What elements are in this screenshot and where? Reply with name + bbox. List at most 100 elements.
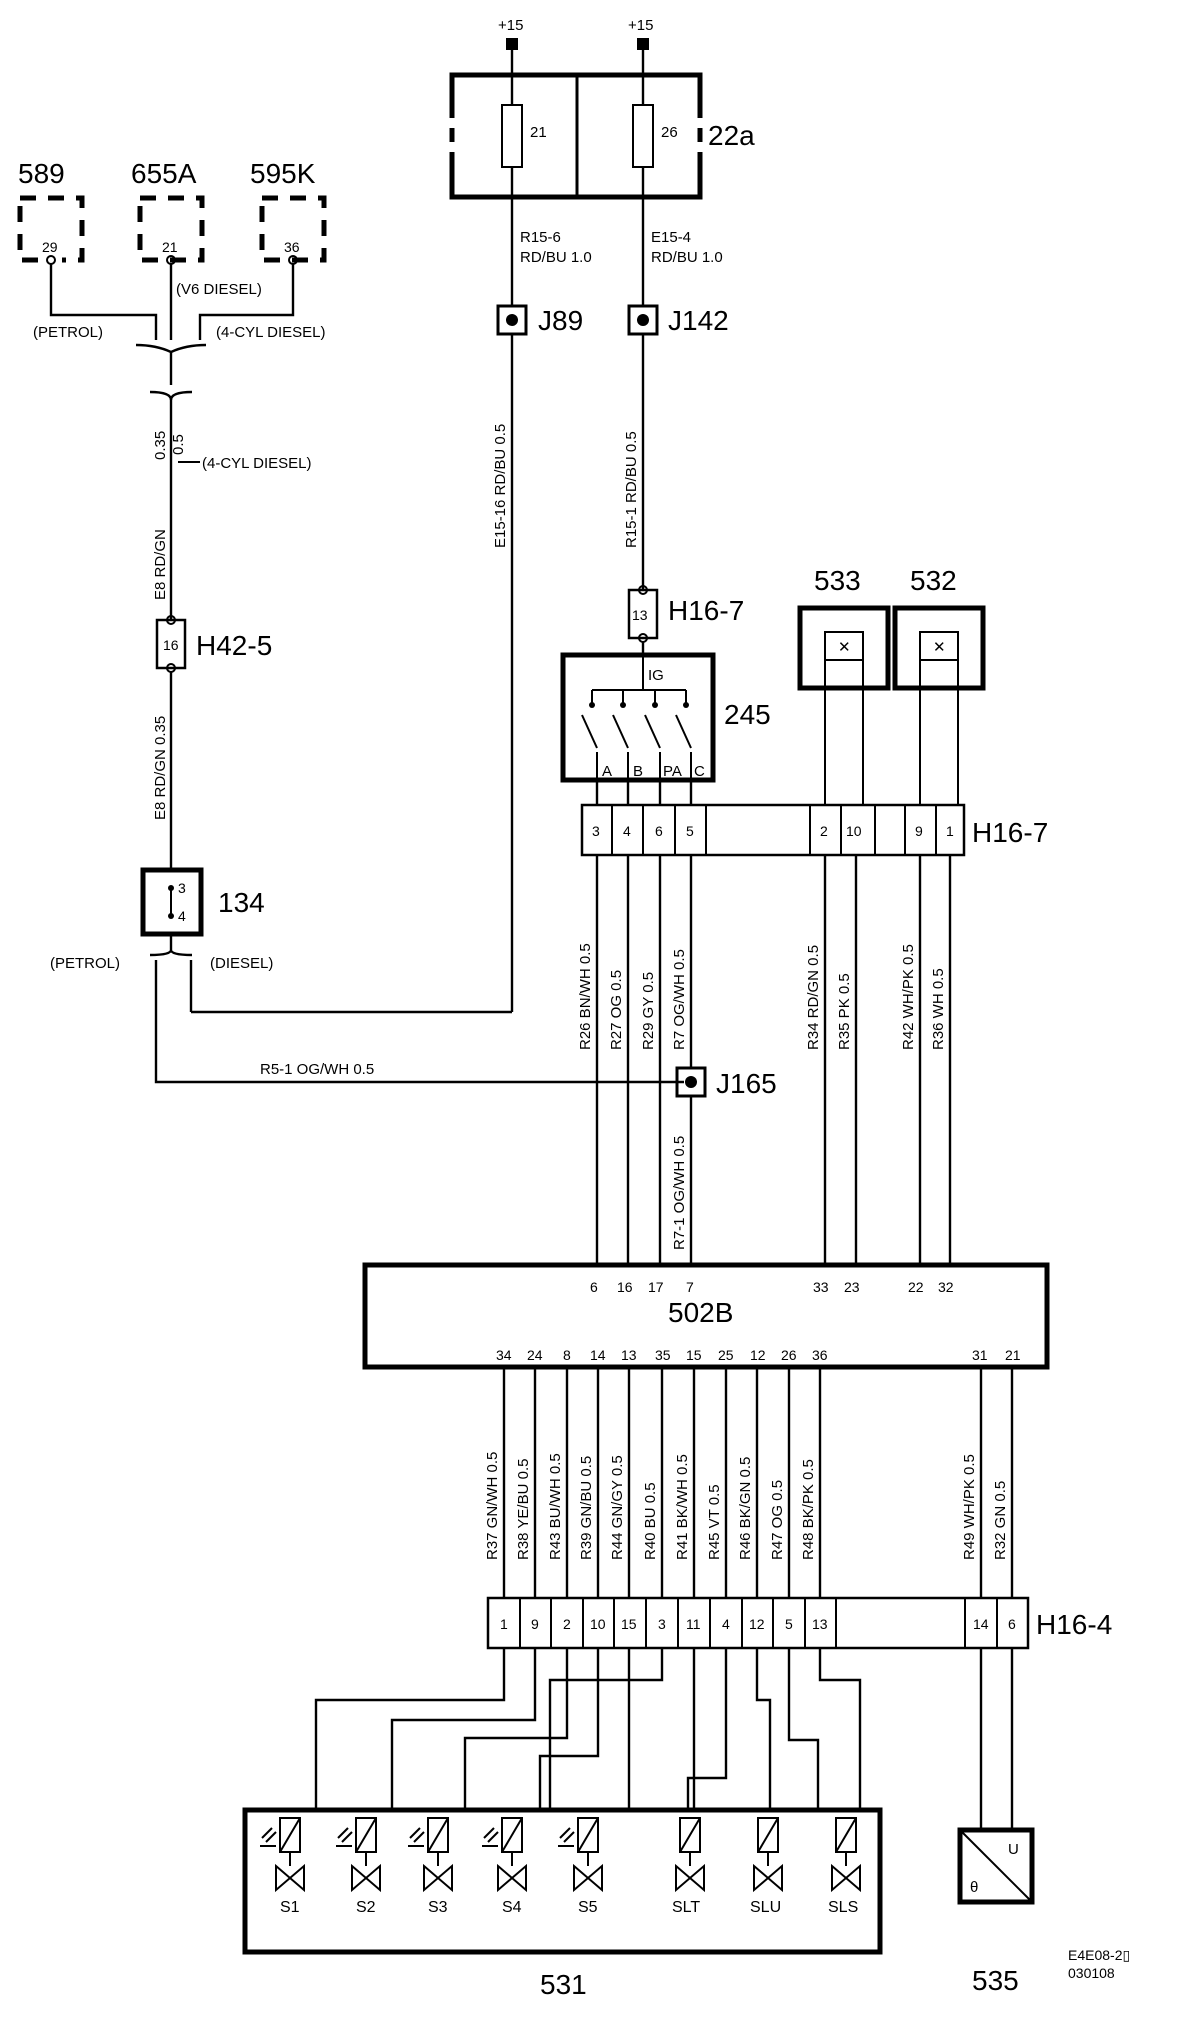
wire-size-035: 0.35 (152, 431, 169, 460)
h16-4-pin-2: 2 (563, 1616, 571, 1632)
h16-4-pin-10: 10 (590, 1616, 606, 1632)
variant-diesel: (DIESEL) (210, 955, 273, 972)
c134-pin-4: 4 (178, 908, 186, 924)
wire-r41: R41 BK/WH 0.5 (674, 1454, 691, 1560)
ecu-pin-31: 31 (972, 1347, 988, 1363)
temp-sensor-theta: θ (970, 1879, 978, 1896)
switch-pos-b: B (633, 763, 643, 780)
module-595k-pin: 36 (284, 239, 300, 255)
module-655a-pin: 21 (162, 239, 178, 255)
power-label-1: +15 (498, 17, 523, 34)
power-terminal-2 (637, 38, 649, 50)
connector-h16-4: 1 9 2 10 15 3 11 4 12 5 13 14 6 H16-4 (486, 1596, 1112, 1650)
h16-7-pin-10: 10 (846, 823, 862, 839)
h16-7-pin-1: 1 (946, 823, 954, 839)
power-terminal-1 (506, 38, 518, 50)
fuse-21-label: 21 (530, 124, 547, 141)
j142-label: J142 (668, 305, 729, 336)
wire-r47: R47 OG 0.5 (769, 1480, 786, 1560)
solenoid-valve-s3: S3 (408, 1817, 453, 1916)
temp-sensor-label: 535 (972, 1965, 1019, 1996)
sensor-532: 532 ✕ (892, 565, 986, 805)
wire-r32: R32 GN 0.5 (992, 1481, 1009, 1560)
wire-r38: R38 YE/BU 0.5 (515, 1459, 532, 1560)
wire-r7-1: R7-1 OG/WH 0.5 (671, 1136, 688, 1250)
wire-r40: R40 BU 0.5 (642, 1482, 659, 1560)
valve-label-slt: SLT (672, 1899, 700, 1916)
h16-7-pin-3: 3 (592, 823, 600, 839)
switch-245-label: 245 (724, 699, 771, 730)
ecu-pin-8: 8 (563, 1347, 571, 1363)
valve-label-s2: S2 (356, 1899, 376, 1916)
h16-4-pin-13: 13 (812, 1616, 828, 1632)
h16-4-pin-15: 15 (621, 1616, 637, 1632)
junction-j142: J142 (627, 304, 729, 336)
sensor-533-x-icon: ✕ (838, 639, 851, 656)
ecu-pin-34: 34 (496, 1347, 512, 1363)
h16-4-pin-5: 5 (785, 1616, 793, 1632)
ecu-pin-35: 35 (655, 1347, 671, 1363)
h16-7-pin-2: 2 (820, 823, 828, 839)
module-595k-label: 595K (250, 158, 316, 189)
wire-size-05: 0.5 (170, 434, 187, 455)
wire-r35: R35 PK 0.5 (836, 973, 853, 1050)
ecu-pin-33: 33 (813, 1279, 829, 1295)
junction-j89: J89 (496, 304, 583, 336)
wire-e15-4-spec: RD/BU 1.0 (651, 249, 723, 266)
wire-r42: R42 WH/PK 0.5 (900, 944, 917, 1050)
wire-r46: R46 BK/GN 0.5 (737, 1457, 754, 1560)
j165-label: J165 (716, 1068, 777, 1099)
ecu-pin-25: 25 (718, 1347, 734, 1363)
valve-label-s5: S5 (578, 1899, 598, 1916)
h16-4-pin-9: 9 (531, 1616, 539, 1632)
wire-e15-4: E15-4 (651, 229, 691, 246)
j89-label: J89 (538, 305, 583, 336)
h16-top-pin: 13 (632, 607, 648, 623)
h16-4-pin-3: 3 (658, 1616, 666, 1632)
module-655a-label: 655A (131, 158, 197, 189)
wire-e15-16: E15-16 RD/BU 0.5 (492, 424, 509, 548)
h16-7-pin-9: 9 (915, 823, 923, 839)
wire-r29: R29 GY 0.5 (640, 972, 657, 1050)
ecu-pin-24: 24 (527, 1347, 543, 1363)
connector-h42-5: 16 H42-5 (155, 615, 272, 673)
component-134: 3 4 134 (140, 867, 265, 937)
wire-r15-1: R15-1 RD/BU 0.5 (623, 431, 640, 548)
sensor-533-label: 533 (814, 565, 861, 596)
switch-ig-label: IG (648, 667, 664, 684)
module-589-pin: 29 (42, 239, 58, 255)
switch-pos-c: C (694, 763, 705, 780)
fuse-box-22a: 21 26 22a (446, 72, 755, 200)
ignition-switch-245: IG A B PA C 245 (560, 652, 771, 783)
h16-4-label: H16-4 (1036, 1609, 1112, 1640)
h16-4-pin-14: 14 (973, 1616, 989, 1632)
solenoid-valve-s1: S1 (260, 1817, 305, 1916)
h16-7-label: H16-7 (972, 817, 1048, 848)
wire-r36: R36 WH 0.5 (930, 968, 947, 1050)
connector-h16-7: 3 4 6 5 2 10 9 1 H16-7 (580, 803, 1048, 857)
variant-4cyl-diesel: (4-CYL DIESEL) (216, 324, 325, 341)
wire-e8-top: E8 RD/GN (152, 529, 169, 600)
ecu-pin-32: 32 (938, 1279, 954, 1295)
ecu-502b: 6 16 17 7 33 23 22 32 502B 34 24 8 14 13… (362, 1262, 1050, 1370)
variant-petrol-2: (PETROL) (50, 955, 120, 972)
fuse-26-label: 26 (661, 124, 678, 141)
wire-e8-bottom: E8 RD/GN 0.35 (152, 716, 169, 820)
solenoid-valve-s4: S4 (482, 1817, 527, 1916)
ecu-pin-15: 15 (686, 1347, 702, 1363)
module-589: 589 29 (17, 158, 85, 265)
module-595k: 595K 36 (250, 158, 327, 265)
wire-r45: R45 VT 0.5 (706, 1484, 723, 1560)
variant-4cyl-diesel-2: (4-CYL DIESEL) (202, 455, 311, 472)
sensor-533: 533 ✕ (797, 565, 891, 805)
c134-pin-3: 3 (178, 880, 186, 896)
valve-block-531: 531 (242, 1807, 883, 2000)
ecu-pin-14: 14 (590, 1347, 606, 1363)
h16-4-pin-12: 12 (749, 1616, 765, 1632)
wire-r39: R39 GN/BU 0.5 (578, 1456, 595, 1560)
fuse-box-label: 22a (708, 120, 755, 151)
wire-r48: R48 BK/PK 0.5 (800, 1459, 817, 1560)
wire-r37: R37 GN/WH 0.5 (484, 1452, 501, 1560)
wire-r34: R34 RD/GN 0.5 (805, 945, 822, 1050)
